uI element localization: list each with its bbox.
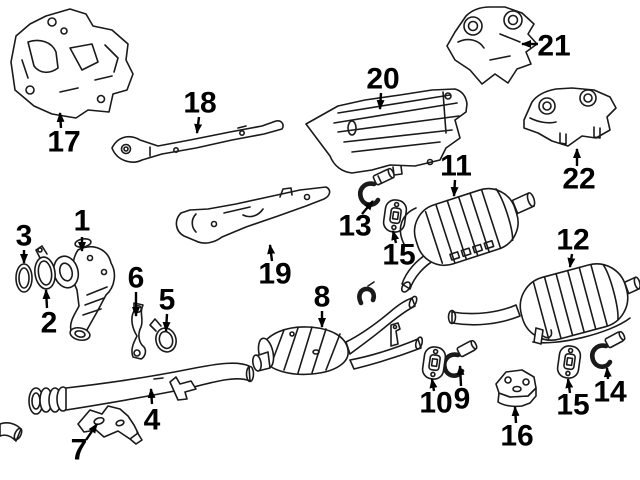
part-3-gasket-ring bbox=[15, 263, 33, 293]
callout-4-front-exhaust-pipe: 4 bbox=[144, 388, 161, 437]
callout-18-heat-shield-strip: 18 bbox=[183, 87, 217, 134]
callout-number: 8 bbox=[314, 281, 331, 314]
callout-number: 22 bbox=[562, 163, 595, 196]
callout-14-hook-hanger: 14 bbox=[593, 367, 627, 409]
callout-17-heat-insulator-panel: 17 bbox=[47, 112, 81, 159]
callout-5-exhaust-clamp: 5 bbox=[159, 284, 176, 332]
callout-number: 11 bbox=[440, 150, 472, 183]
callout-6-hanger-bracket: 6 bbox=[128, 262, 145, 317]
part-21-heat-shield bbox=[446, 6, 538, 85]
part-6-hanger-bracket bbox=[131, 302, 147, 360]
callout-15-rubber-insulator-rear: 15 bbox=[556, 378, 590, 422]
part-7-support-bracket bbox=[77, 405, 143, 445]
callout-2-exhaust-clamp: 2 bbox=[41, 289, 58, 340]
callout-20-floor-heat-shield: 20 bbox=[366, 63, 400, 110]
part-10-rubber-insulator bbox=[421, 346, 447, 380]
callout-7-support-bracket: 7 bbox=[71, 423, 98, 467]
callout-number: 1 bbox=[74, 205, 91, 238]
part-11-rear-muffler-left bbox=[399, 187, 536, 293]
callout-number: 15 bbox=[556, 389, 589, 422]
callout-arrow bbox=[456, 365, 465, 387]
part-4-front-exhaust-pipe bbox=[28, 362, 255, 415]
callout-number: 18 bbox=[183, 87, 216, 120]
callout-arrow bbox=[567, 253, 576, 268]
callout-8-center-resonator: 8 bbox=[314, 281, 331, 328]
callout-arrow bbox=[565, 378, 574, 394]
exhaust-pipe-end bbox=[0, 422, 23, 442]
part-1-catalytic-converter bbox=[52, 238, 116, 342]
callout-13-hook-hanger: 13 bbox=[338, 200, 374, 243]
callout-number: 20 bbox=[366, 63, 399, 96]
callout-arrow bbox=[511, 406, 520, 424]
part-2-exhaust-clamp bbox=[34, 245, 56, 290]
callout-number: 5 bbox=[159, 284, 176, 317]
callout-number: 12 bbox=[556, 224, 589, 257]
callout-arrow bbox=[267, 244, 276, 262]
callout-arrow bbox=[56, 112, 65, 129]
callout-arrow bbox=[361, 200, 374, 215]
callout-number: 6 bbox=[128, 262, 145, 295]
callout-number: 16 bbox=[500, 420, 533, 453]
callout-16-mount-bracket: 16 bbox=[500, 406, 534, 453]
callout-number: 10 bbox=[419, 387, 452, 420]
callout-1-catalytic-converter: 1 bbox=[74, 205, 91, 252]
callout-arrow bbox=[391, 230, 400, 244]
callout-number: 3 bbox=[16, 220, 33, 253]
callout-10-rubber-insulator: 10 bbox=[419, 378, 453, 420]
callout-number: 17 bbox=[47, 126, 80, 159]
callout-number: 2 bbox=[41, 307, 58, 340]
callout-number: 7 bbox=[71, 434, 88, 467]
part-19-heat-shield bbox=[175, 186, 331, 244]
part-14-hook-hanger bbox=[590, 330, 626, 369]
callout-number: 4 bbox=[144, 404, 161, 437]
callout-3-gasket-ring: 3 bbox=[16, 220, 33, 264]
callout-11-rear-muffler-left: 11 bbox=[440, 150, 472, 197]
callout-22-heat-shield: 22 bbox=[562, 148, 596, 196]
callout-arrow bbox=[603, 367, 612, 380]
part-15-rubber-insulator-front bbox=[382, 199, 408, 233]
part-17-heat-insulator-panel bbox=[10, 8, 134, 119]
callout-arrow bbox=[147, 388, 156, 405]
callout-arrow bbox=[429, 378, 438, 392]
part-8-center-resonator bbox=[252, 281, 424, 376]
callout-arrow bbox=[376, 92, 385, 110]
callout-number: 15 bbox=[382, 239, 415, 272]
callout-arrow bbox=[42, 289, 51, 309]
callout-arrow bbox=[85, 423, 98, 441]
callout-number: 19 bbox=[258, 258, 291, 291]
part-16-mount-bracket bbox=[495, 369, 537, 408]
part-22-heat-shield bbox=[523, 87, 617, 147]
callout-arrow bbox=[450, 179, 459, 197]
callout-number: 21 bbox=[537, 30, 570, 63]
part-5-exhaust-clamp bbox=[149, 318, 177, 353]
part-20-floor-heat-shield bbox=[305, 88, 468, 176]
part-15-rubber-insulator-rear bbox=[556, 345, 582, 379]
part-18-heat-shield-strip bbox=[111, 120, 284, 163]
part-12-rear-muffler-right bbox=[447, 263, 640, 345]
callout-arrow bbox=[162, 313, 171, 332]
callout-15-rubber-insulator-front: 15 bbox=[382, 230, 416, 272]
callout-12-rear-muffler-right: 12 bbox=[556, 224, 590, 268]
callout-21-heat-shield: 21 bbox=[521, 30, 571, 63]
callout-9-hook-hanger: 9 bbox=[454, 365, 471, 416]
callout-number: 14 bbox=[593, 376, 627, 409]
callout-19-heat-shield: 19 bbox=[258, 244, 292, 291]
callout-number: 13 bbox=[338, 210, 371, 243]
part-13-hook-hanger bbox=[358, 167, 395, 207]
callout-number: 9 bbox=[454, 383, 471, 416]
callout-arrow bbox=[194, 116, 203, 134]
